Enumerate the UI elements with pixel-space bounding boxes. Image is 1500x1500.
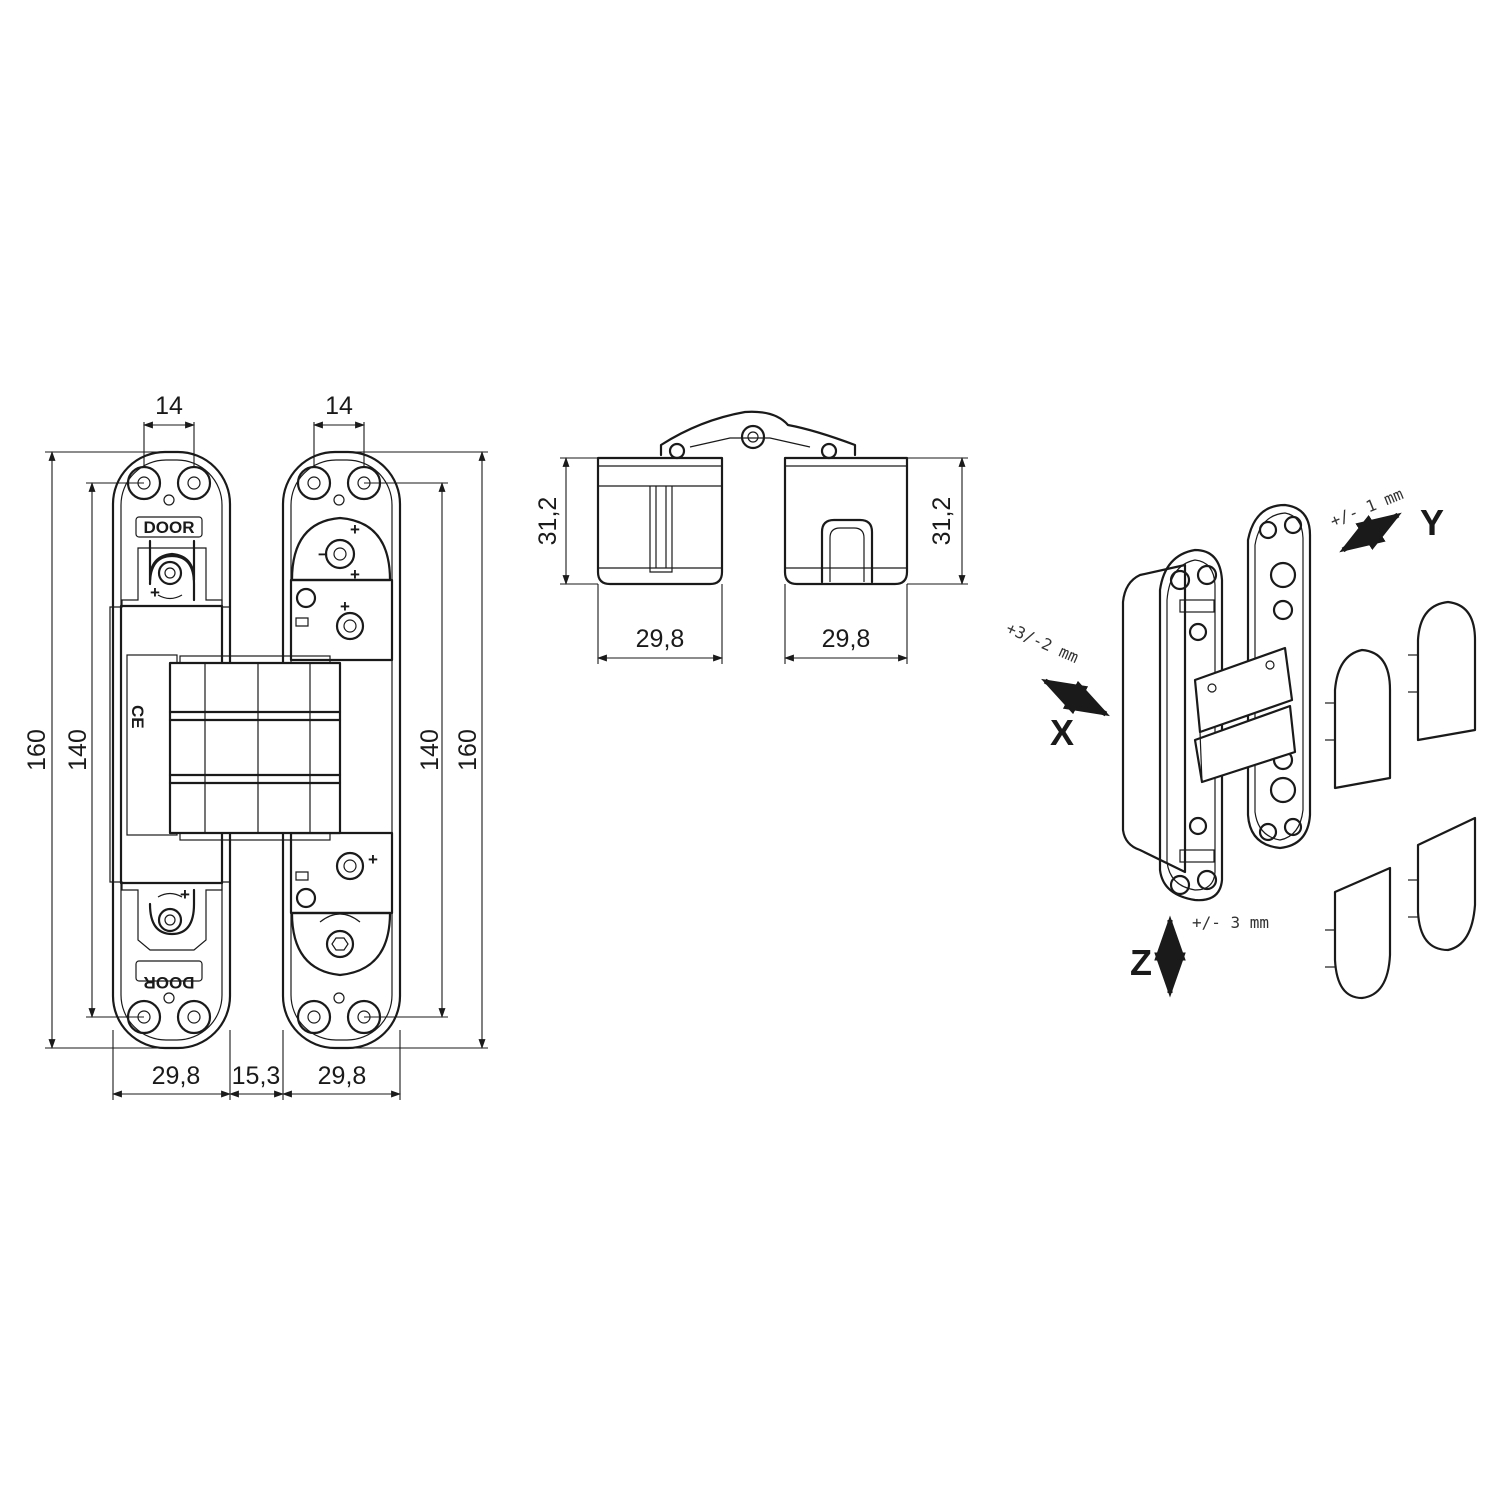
svg-text:+: + bbox=[368, 850, 378, 869]
side-dim-width-right: 29,8 bbox=[822, 625, 871, 653]
svg-text:−: − bbox=[318, 545, 328, 564]
ce-mark: CE bbox=[128, 705, 147, 729]
side-left-block bbox=[596, 456, 724, 586]
side-dimensions: 31,2 31,2 29,8 29,8 bbox=[534, 457, 968, 664]
side-view: 31,2 31,2 29,8 29,8 bbox=[534, 410, 968, 664]
dim-width-left: 29,8 bbox=[152, 1062, 201, 1090]
iso-right-body bbox=[1246, 503, 1312, 850]
adjust-x-range: +3/-2 mm bbox=[1003, 618, 1081, 667]
door-label-top: DOOR bbox=[144, 518, 195, 537]
adjust-x: X +3/-2 mm bbox=[1003, 618, 1110, 753]
dim-inner-right: 140 bbox=[416, 729, 444, 771]
door-label-bottom: DOOR bbox=[144, 973, 195, 992]
side-dim-width-left: 29,8 bbox=[636, 625, 685, 653]
dim-gap: 15,3 bbox=[232, 1062, 281, 1090]
side-right-block bbox=[783, 456, 909, 586]
adjust-z-label: Z bbox=[1130, 942, 1152, 983]
dim-overall-right: 160 bbox=[454, 729, 482, 771]
dim-top-left: 14 bbox=[155, 392, 183, 420]
front-view: + + DOOR DOOR CE bbox=[23, 392, 488, 1100]
adjust-y: Y +/- 1 mm bbox=[1327, 484, 1444, 553]
hinge-link-block bbox=[168, 655, 342, 841]
iso-left-body bbox=[1121, 548, 1224, 902]
svg-text:+: + bbox=[340, 597, 350, 616]
adjust-y-label: Y bbox=[1420, 502, 1444, 543]
adjust-x-label: X bbox=[1050, 712, 1074, 753]
svg-text:+: + bbox=[350, 565, 360, 584]
adjust-z-range: +/- 3 mm bbox=[1192, 913, 1269, 932]
dim-width-right: 29,8 bbox=[318, 1062, 367, 1090]
svg-text:+: + bbox=[150, 583, 160, 602]
side-dim-height-left: 31,2 bbox=[534, 497, 562, 546]
front-dimensions: 14 14 160 140 140 160 bbox=[23, 392, 488, 1100]
dim-top-right: 14 bbox=[325, 392, 353, 420]
iso-link bbox=[1193, 646, 1297, 784]
adjust-z: Z +/- 3 mm bbox=[1130, 913, 1269, 998]
dim-overall-left: 160 bbox=[23, 729, 51, 771]
svg-text:+: + bbox=[350, 520, 360, 539]
left-hinge-plate: + + DOOR DOOR CE bbox=[109, 450, 232, 1050]
iso-view: X +3/-2 mm Y +/- 1 mm Z +/- 3 mm bbox=[1003, 484, 1477, 1000]
cover-caps bbox=[1325, 600, 1477, 1000]
adjust-y-range: +/- 1 mm bbox=[1327, 484, 1406, 530]
side-dim-height-right: 31,2 bbox=[928, 497, 956, 546]
dim-inner-left: 140 bbox=[64, 729, 92, 771]
svg-text:+: + bbox=[180, 885, 190, 904]
